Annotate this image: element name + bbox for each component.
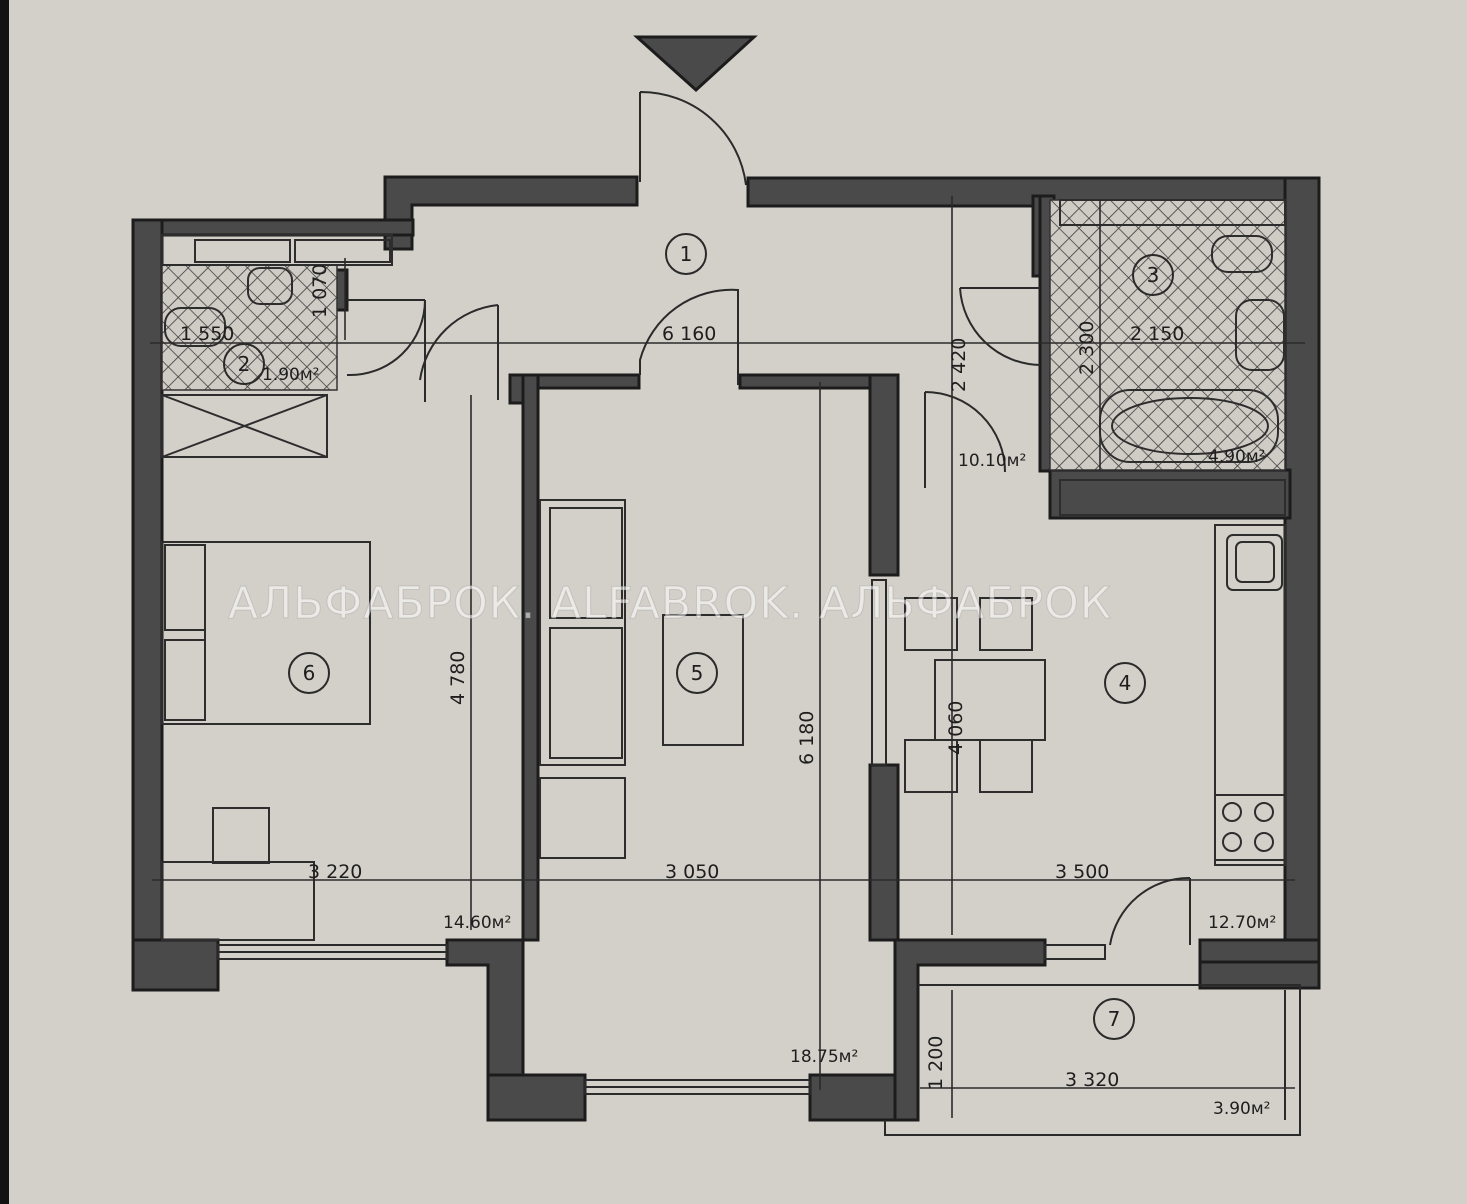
room-1-number: 1: [680, 242, 693, 266]
room-4-number: 4: [1119, 671, 1132, 695]
dim-bath-depth: 2 300: [1076, 321, 1098, 375]
dim-balcony-width: 3 320: [1065, 1069, 1119, 1091]
entrance-arrow-icon: [633, 35, 758, 93]
dim-bedroom-depth: 4 780: [447, 651, 469, 705]
room-6-area: 14.60м²: [443, 913, 511, 933]
balcony: [884, 984, 1301, 1136]
dimension-lines: [150, 196, 1305, 1118]
dim-kitchen-depth: 4 060: [945, 701, 967, 755]
dim-hall-width: 6 160: [662, 323, 716, 345]
dim-bedroom-width: 3 220: [308, 861, 362, 883]
room-2-area: 1.90м²: [262, 365, 320, 385]
room-1-area: 10.10м²: [958, 451, 1026, 471]
dim-wc-width: 1 550: [180, 323, 234, 345]
dim-hall-depth: 2 420: [948, 338, 970, 392]
dim-kitchen-width: 3 500: [1055, 861, 1109, 883]
scan-edge: [0, 0, 9, 1204]
room-7-number: 7: [1108, 1007, 1121, 1031]
watermark: АЛЬФАБРОК. ALFABROK. АЛЬФАБРОК: [228, 578, 1112, 629]
room-2-number: 2: [238, 352, 251, 376]
interior-walls: [333, 194, 1292, 942]
room-5-area: 18.75м²: [790, 1047, 858, 1067]
dim-balcony-depth: 1 200: [925, 1036, 947, 1090]
bedroom-furniture: [161, 541, 371, 941]
bathroom: [959, 199, 1286, 516]
dim-living-width: 3 050: [665, 861, 719, 883]
living-furniture: [419, 90, 747, 859]
room-7-area: 3.90м²: [1213, 1099, 1271, 1119]
wc: [161, 234, 426, 458]
room-3-area: 4.90м²: [1208, 447, 1266, 467]
room-6-number: 6: [303, 661, 316, 685]
dim-wc-depth: 1 070: [309, 264, 331, 318]
room-markers: [223, 233, 1174, 1040]
dim-bath-width: 2 150: [1130, 323, 1184, 345]
windows: [217, 579, 1106, 1095]
dim-living-depth: 6 180: [796, 711, 818, 765]
kitchen-furniture: [904, 391, 1286, 946]
exterior-walls: [131, 175, 1321, 1122]
room-4-area: 12.70м²: [1208, 913, 1276, 933]
room-3-number: 3: [1147, 263, 1160, 287]
room-5-number: 5: [691, 661, 704, 685]
